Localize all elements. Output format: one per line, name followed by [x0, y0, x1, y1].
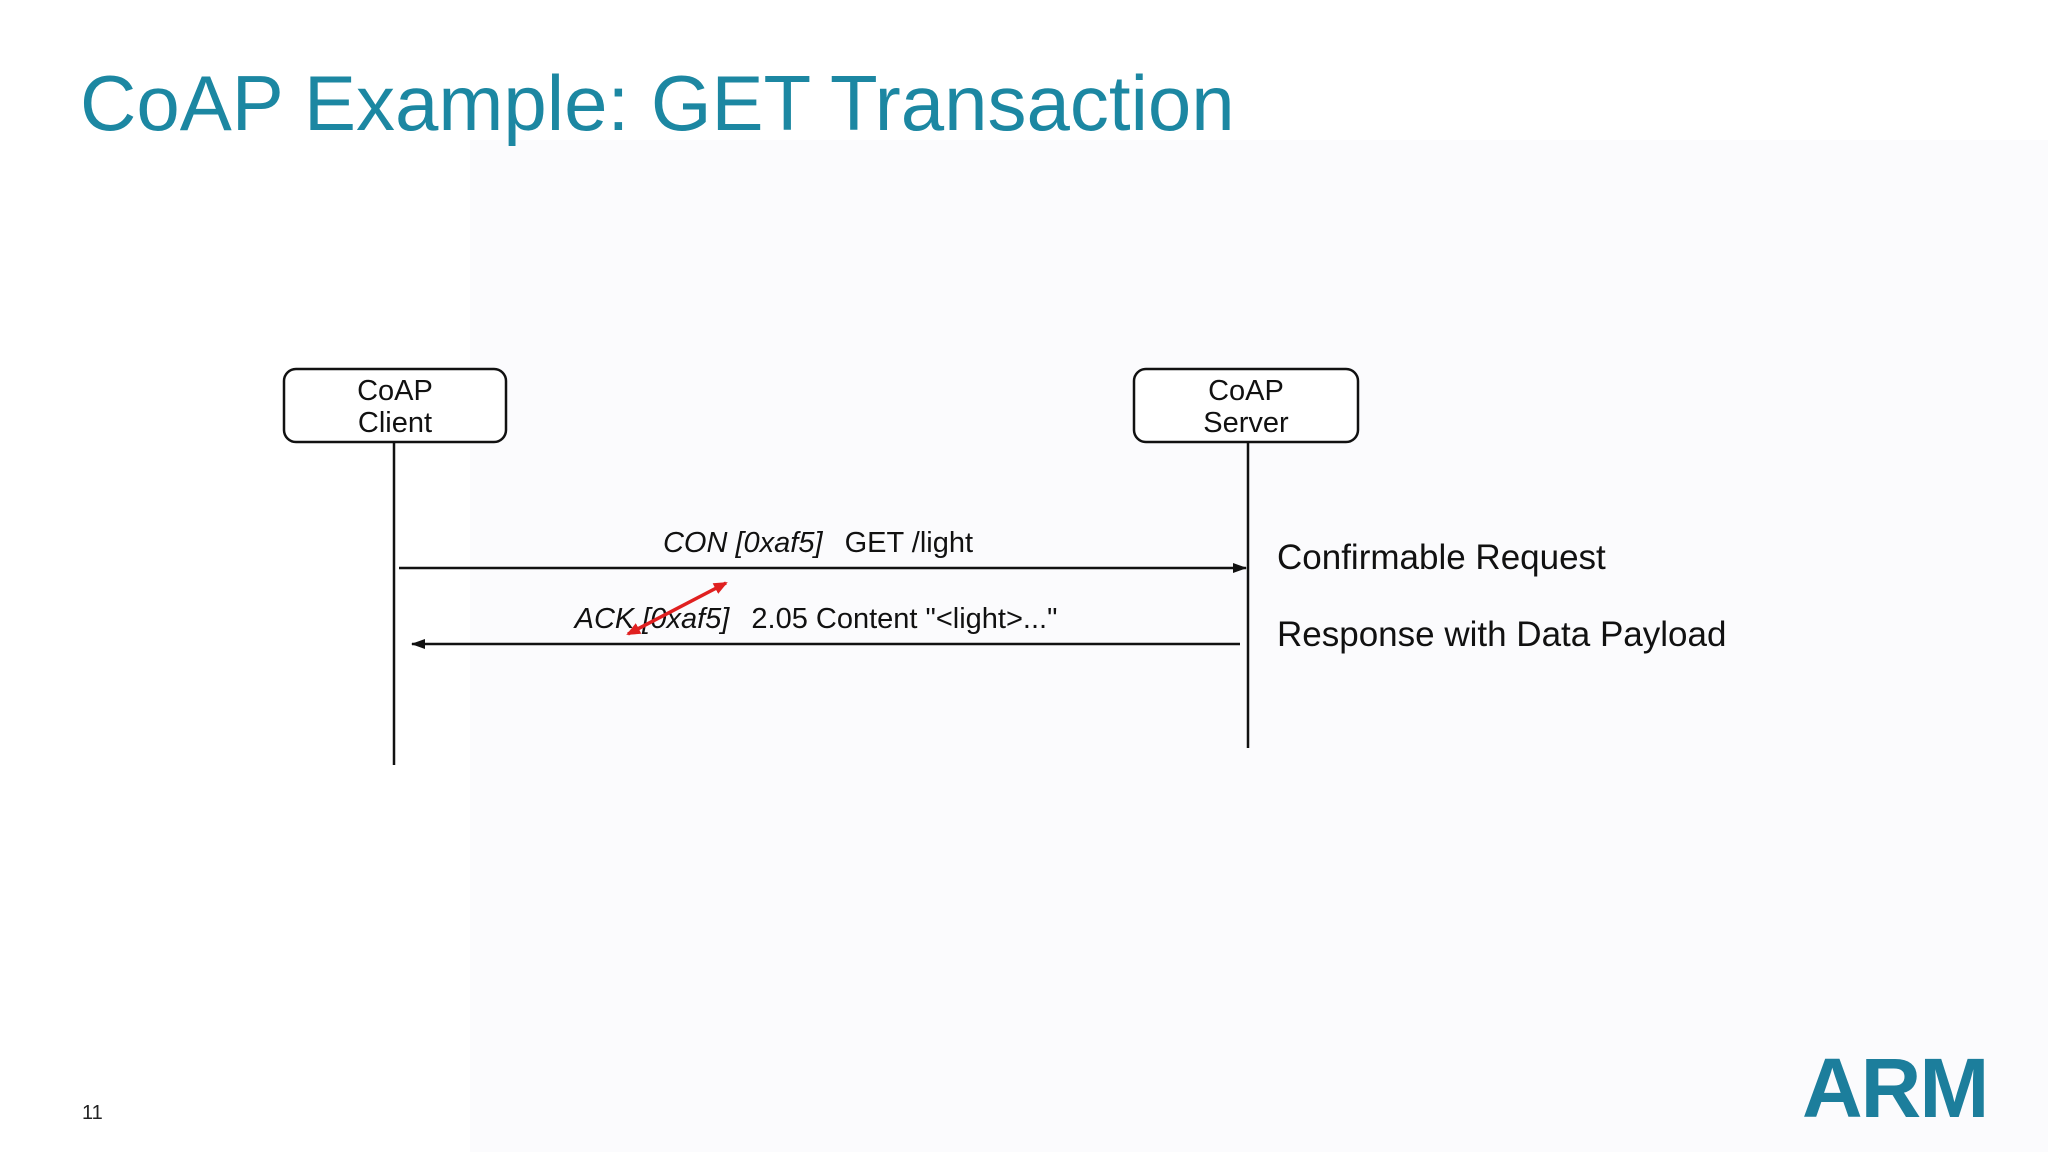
- response-token: ACK [0xaf5]: [573, 603, 731, 635]
- server-label-line1: CoAP: [1208, 375, 1284, 407]
- response-label: ACK [0xaf5] 2.05 Content "<light>...": [573, 603, 1058, 635]
- annotation-response: Response with Data Payload: [1277, 615, 1727, 654]
- server-participant: CoAP Server: [1132, 367, 1360, 748]
- response-body: 2.05 Content "<light>...": [751, 603, 1057, 635]
- page-number: 11: [82, 1102, 103, 1124]
- client-label-line2: Client: [358, 407, 432, 439]
- server-box: [1132, 367, 1360, 444]
- annotation-request: Confirmable Request: [1277, 538, 1606, 577]
- client-label-line1: CoAP: [357, 375, 433, 407]
- request-label: CON [0xaf5] GET /light: [663, 527, 973, 559]
- request-token: CON [0xaf5]: [663, 527, 823, 559]
- response-message: ACK [0xaf5] 2.05 Content "<light>...": [411, 603, 1240, 649]
- request-body: GET /light: [845, 527, 973, 559]
- diagram-background: [470, 140, 2048, 1152]
- server-label-line2: Server: [1203, 407, 1289, 439]
- arm-logo: ARM: [1802, 1041, 1989, 1135]
- slide-title: CoAP Example: GET Transaction: [80, 59, 1235, 147]
- request-message: CON [0xaf5] GET /light: [399, 527, 1247, 573]
- message-id-match-arrow: [626, 581, 728, 636]
- client-participant: CoAP Client: [282, 367, 508, 765]
